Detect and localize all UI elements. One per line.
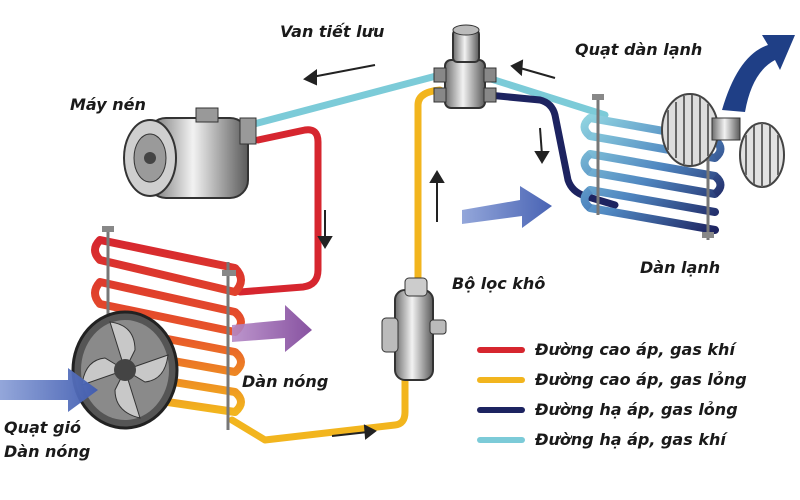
legend-label-4: Đường hạ áp, gas khí [535, 430, 726, 449]
receiver-drier [381, 277, 447, 381]
evaporator-label: Dàn lạnh [640, 258, 721, 277]
compressor [123, 107, 257, 199]
condenser-fan-label-line2: Dàn nóng [4, 442, 91, 461]
low-pressure-gas-line [246, 71, 609, 129]
legend-lines [477, 347, 525, 443]
low-pressure-liquid-line [484, 91, 619, 209]
flow-arrows [303, 59, 556, 440]
compressor-label: Máy nén [70, 95, 146, 114]
evaporator-blower [661, 93, 785, 188]
expansion-valve-label: Van tiết lưu [280, 22, 385, 41]
evaporator-fan-label: Quạt dàn lạnh [575, 40, 703, 59]
condenser-fan-label-line1: Quạt gió [4, 418, 81, 437]
condenser-fan [71, 310, 179, 430]
legend-label-2: Đường cao áp, gas lỏng [535, 370, 747, 389]
expansion-valve [433, 24, 497, 109]
airflow-arrows [0, 35, 795, 412]
legend-label-3: Đường hạ áp, gas lỏng [535, 400, 738, 419]
condenser-label: Dàn nóng [242, 372, 329, 391]
receiver-drier-label: Bộ lọc khô [452, 274, 546, 293]
high-pressure-gas-line [236, 126, 322, 296]
evaporator-coil [580, 94, 725, 240]
legend-label-1: Đường cao áp, gas khí [535, 340, 735, 359]
